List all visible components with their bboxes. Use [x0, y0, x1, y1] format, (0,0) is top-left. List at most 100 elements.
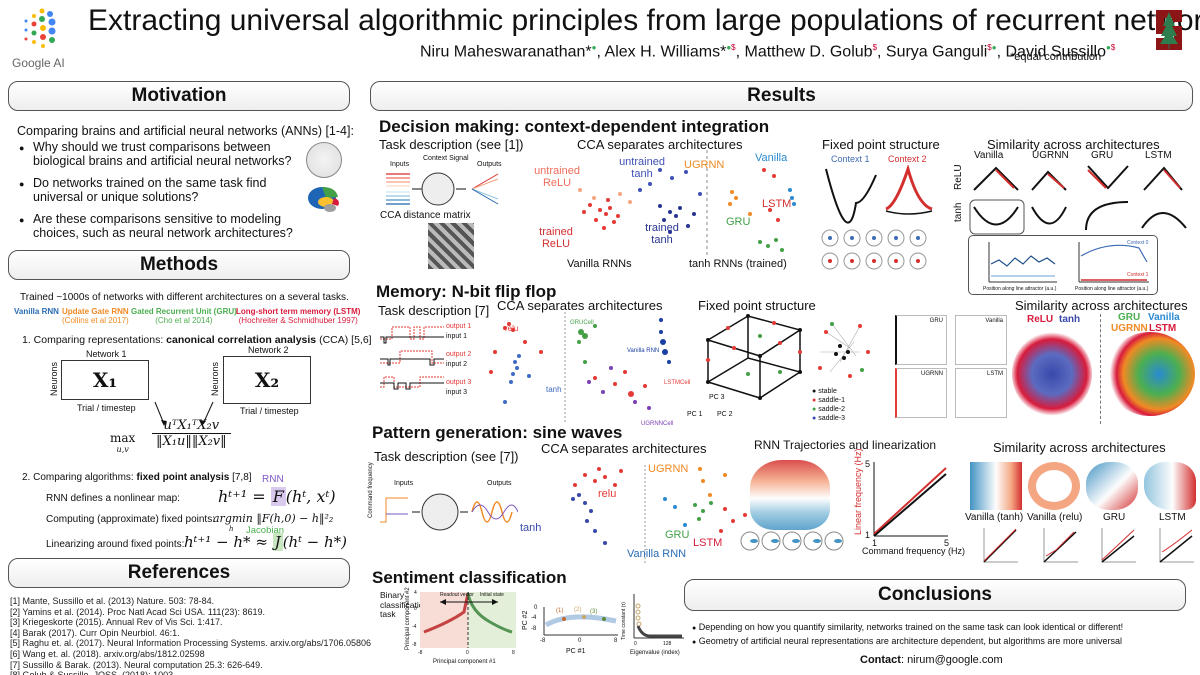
motivation-bullet-1: Why should we trust comparisons between … [19, 140, 298, 168]
legend-saddle-1: ● saddle-1 [812, 397, 846, 404]
memory-sim-scatter-right [1105, 332, 1195, 416]
inset-plots [988, 242, 1149, 283]
sim-gru: GRU [1118, 312, 1141, 323]
sentiment-ytick-m4: -4 [412, 624, 417, 630]
pc1-axis-label: Principal component #1 [433, 659, 496, 665]
mid-xtick-8: 8 [614, 638, 618, 644]
sentiment-xtick-m8: -8 [418, 650, 423, 656]
decision-context-signal: Context Signal [423, 155, 469, 162]
memory-ugrnn-label: UGRNNCell [641, 421, 674, 427]
contact-email[interactable]: : nirum@google.com [900, 654, 1003, 666]
row-label-tanh: tanh [953, 202, 964, 222]
label-trained-relu: trained ReLU [539, 226, 573, 250]
motivation-heading: Motivation [8, 81, 350, 111]
input3-label: input 3 [446, 389, 468, 396]
cca-fraction: uᵀX₁ᵀX₂v ‖X₁u‖‖X₂v‖ [152, 418, 231, 449]
memory-lstm-label: LSTMCell [664, 380, 691, 386]
sim-surface-2 [1028, 462, 1080, 510]
mid-ytick-0: 0 [534, 605, 538, 611]
equal-contribution-note: *equal contribution [1010, 51, 1102, 63]
readout-vector-label: Readout vector [440, 592, 474, 598]
neurons-label-1: Neurons [49, 361, 59, 396]
pattern-relu-label: relu [598, 488, 617, 500]
cca-distance-matrix [428, 223, 474, 269]
sim-col-vanilla-relu: Vanilla (relu) [1027, 512, 1083, 523]
sim-col-gru: GRU [1103, 512, 1126, 523]
reference-item: [6] Wang et. al. (2018). arxiv.org/abs/1… [10, 648, 205, 659]
pattern-similarity-title: Similarity across architectures [993, 440, 1166, 455]
reference-item: [2] Yamins et al. (2014). Proc Natl Acad… [10, 606, 265, 617]
author-3: Matthew D. Golub [744, 43, 873, 61]
sim-mini-plots [983, 528, 1194, 563]
cca-max: max u,v [110, 431, 136, 454]
inset-context1: Context 1 [1127, 272, 1149, 278]
authors-line: Niru Maheswaranathan*●, Alex H. Williams… [420, 43, 1116, 61]
pattern-cca-title: CCA separates architectures [541, 441, 707, 456]
mark-3: (3) [590, 609, 598, 615]
traj-title: RNN Trajectories and linearization [754, 438, 937, 452]
memory-sim-divider [1100, 314, 1101, 424]
sentiment-ytick-0: 0 [414, 606, 417, 612]
pattern-vanilla-label: Vanilla RNN [627, 548, 687, 560]
legend-stable: ● stable [812, 388, 837, 395]
eigen-xtick-0: 0 [634, 641, 637, 647]
input1-label: input 1 [446, 333, 468, 340]
mid-xtick-0: 0 [578, 638, 582, 644]
cca-matrix-label: CCA distance matrix [380, 210, 471, 221]
ytick-5: 5 [865, 459, 871, 469]
pc1-label: PC 1 [687, 411, 703, 418]
legend-saddle-3: ● saddle-3 [812, 415, 846, 422]
step2-text: 2. Comparing algorithms: fixed point ana… [22, 472, 252, 483]
decision-title: Decision making: context-dependent integ… [379, 117, 770, 136]
decision-cca-scatter [578, 150, 796, 258]
memory-title: Memory: N-bit flip flop [376, 282, 557, 301]
contact: Contact: nirum@google.com [860, 654, 1003, 666]
label-lstm: LSTM [762, 198, 792, 210]
label-untrained-tanh: untrained tanh [619, 156, 665, 180]
matrix-ugrnn: UGRNN [895, 368, 947, 418]
stanford-logo [1152, 8, 1186, 52]
network1-label: Network 1 [86, 349, 127, 359]
sentiment-eigen-plot [633, 594, 684, 639]
pattern-task-diagram [380, 493, 518, 531]
eigen-xlabel: Eigenvalue (index) [630, 650, 680, 656]
row-label-relu: ReLU [953, 164, 964, 190]
arch-col-ugrnn: UGRNN [1032, 150, 1069, 161]
matrix-gru: GRU [895, 315, 947, 365]
eigen-xtick-128: 128 [663, 641, 672, 647]
reference-item: [5] Raghu et. al. (2017). Neural Informa… [10, 638, 372, 649]
mark-2: (2) [574, 607, 582, 613]
linear-freq-ylabel: Linear frequency (Hz) [853, 448, 863, 535]
ytick-1: 1 [865, 530, 871, 540]
pattern-inputs: Inputs [394, 480, 414, 487]
pattern-title: Pattern generation: sine waves [372, 423, 623, 442]
sentiment-ytick-4: 4 [414, 590, 417, 596]
matrix-lstm: LSTM [955, 368, 1007, 418]
network2-label: Network 2 [248, 345, 289, 355]
arch-col-lstm: LSTM [1145, 150, 1172, 161]
methods-heading: Methods [8, 250, 350, 280]
decision-fixed-point-plot [821, 165, 933, 270]
pattern-cca-scatter [571, 465, 747, 563]
google-ai-label: Google AI [12, 56, 65, 70]
x2-matrix: X₂ [223, 356, 311, 404]
pc2-label: PC 2 [717, 411, 733, 418]
neurons-label-2: Neurons [210, 361, 220, 396]
memory-fixed-point-title: Fixed point structure [698, 298, 816, 313]
context2-label: Context 2 [888, 154, 927, 164]
decision-task-desc: Task description (see [1]) [379, 137, 524, 152]
arch-lstm: Long-short term memory (LSTM) (Hochreite… [236, 307, 361, 325]
sentiment-xtick-8: 8 [512, 650, 515, 656]
memory-task-desc: Task description [7] [378, 303, 490, 318]
inset-context0: Context 0 [1127, 240, 1149, 246]
memory-relu-label: relu [505, 324, 519, 333]
label-vanilla: Vanilla [755, 152, 788, 164]
memory-vanilla-label: Vanilla RNN [627, 348, 660, 354]
decision-task-diagram [386, 172, 499, 206]
pattern-task-desc: Task description (see [7]) [374, 449, 519, 464]
memory-gru-label: GRUCell [570, 320, 594, 326]
arch-col-vanilla: Vanilla [974, 150, 1004, 161]
eq1: hᵗ⁺¹ = F(hᵗ, xᵗ) [218, 487, 336, 506]
mid-xlabel: PC #1 [566, 648, 586, 655]
memory-tanh-label: tanh [546, 385, 562, 394]
